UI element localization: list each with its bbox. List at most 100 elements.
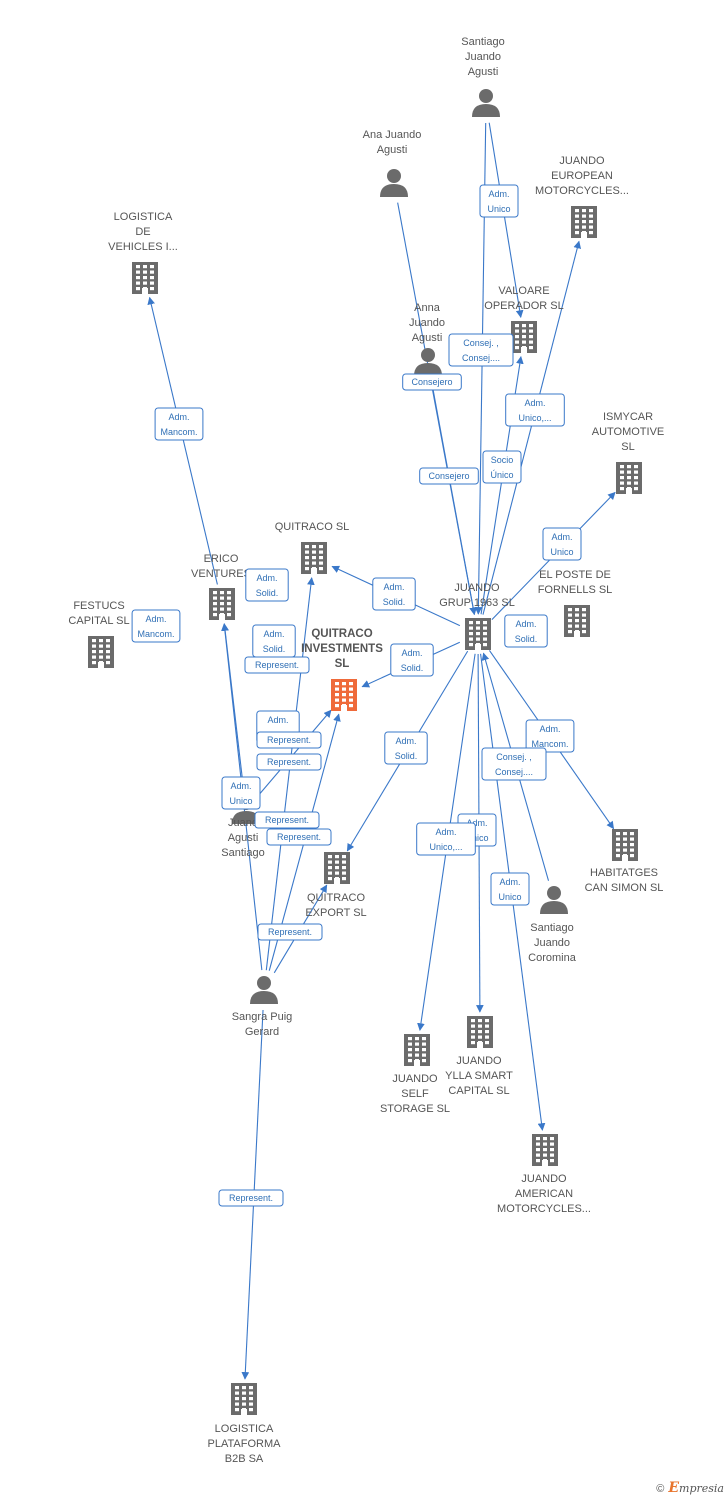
edge-label-line: Unico bbox=[487, 204, 510, 214]
edge-label-l18[interactable]: Represent. bbox=[256, 753, 322, 771]
edge-label-box bbox=[256, 731, 322, 749]
edge-label-l22[interactable]: Adm.Unico bbox=[221, 776, 261, 810]
edge-label-l6[interactable]: Consejero bbox=[419, 467, 479, 485]
building-icon bbox=[301, 542, 327, 574]
edge-label-line: Unico,... bbox=[429, 842, 462, 852]
edge-label-l14[interactable]: Adm.Solid. bbox=[252, 624, 296, 658]
building-icon bbox=[231, 1383, 257, 1415]
node-label-line: Juand bbox=[228, 817, 258, 829]
node-habitatges[interactable]: HABITATGES CAN SIMON SL bbox=[585, 829, 664, 894]
empresia-logo-initial: E bbox=[668, 1480, 680, 1496]
person-icon bbox=[472, 89, 500, 117]
edge-label-box bbox=[257, 923, 323, 941]
edge-label-box bbox=[244, 656, 310, 674]
edge-label-text: Consejero bbox=[411, 377, 452, 387]
edge-label-l15[interactable]: Represent. bbox=[244, 656, 310, 674]
node-label-line: QUITRACO bbox=[307, 892, 366, 904]
edge-label-text: Represent. bbox=[267, 735, 311, 745]
edge-juand_agusti_santiago-to-quitraco_investments bbox=[258, 709, 332, 796]
node-label-line: B2B SA bbox=[225, 1453, 264, 1465]
edge-label-line: Consej. , bbox=[463, 338, 499, 348]
edge-label-box bbox=[154, 407, 204, 441]
edge-label-l2[interactable]: Consej. ,Consej.... bbox=[448, 333, 514, 367]
node-label-line: CAN SIMON SL bbox=[585, 882, 664, 894]
edge-label-box bbox=[131, 609, 181, 643]
node-label-line: STORAGE SL bbox=[380, 1103, 450, 1115]
node-label-line: VEHICLES I... bbox=[108, 241, 178, 253]
edge-label-box bbox=[525, 719, 575, 753]
node-label-line: AMERICAN bbox=[515, 1188, 573, 1200]
edge-label-box bbox=[372, 577, 416, 611]
edge-label-line: Solid. bbox=[383, 597, 406, 607]
edge-label-l23[interactable]: Represent. bbox=[254, 811, 320, 829]
edge-label-box bbox=[479, 184, 519, 218]
node-label-line: HABITATGES bbox=[590, 867, 658, 879]
edge-label-l21[interactable]: Adm.Solid. bbox=[384, 731, 428, 765]
edge-label-l28[interactable]: Represent. bbox=[266, 828, 332, 846]
edge-juando_grup-to-juando_european bbox=[482, 240, 582, 615]
edge-label-l27[interactable]: Adm.Unico bbox=[490, 872, 530, 906]
edge-label-box bbox=[384, 731, 428, 765]
edge-label-l9[interactable]: Adm.Solid. bbox=[245, 568, 289, 602]
edge-label-line: Socio bbox=[491, 455, 514, 465]
edge-label-l11[interactable]: Adm.Solid. bbox=[504, 614, 548, 648]
edge-label-l19[interactable]: Adm.Mancom. bbox=[525, 719, 575, 753]
edge-label-l26[interactable]: Adm.Unico,... bbox=[416, 822, 476, 856]
node-label-line: SELF bbox=[401, 1088, 429, 1100]
edge-label-box bbox=[254, 811, 320, 829]
edge-label-line: Consej.... bbox=[495, 767, 533, 777]
edge-label-line: Adm. bbox=[168, 412, 189, 422]
building-icon bbox=[209, 588, 235, 620]
edge-label-l1[interactable]: Adm.Unico bbox=[479, 184, 519, 218]
edge-label-l12[interactable]: Adm.Mancom. bbox=[131, 609, 181, 643]
building-icon bbox=[616, 462, 642, 494]
edge-label-box bbox=[218, 1189, 284, 1207]
node-label-line: Juando bbox=[534, 937, 570, 949]
edge-label-text: Consej. ,Consej.... bbox=[495, 752, 533, 777]
edge-label-l13[interactable]: Adm.Solid. bbox=[390, 643, 434, 677]
copyright-icon: © bbox=[656, 1483, 665, 1495]
empresia-credit[interactable]: ©Empresia bbox=[656, 1480, 724, 1496]
edge-label-line: Represent. bbox=[268, 927, 312, 937]
edge-label-box bbox=[482, 450, 522, 484]
edge-label-l24[interactable]: Represent. bbox=[218, 1189, 284, 1207]
edge-label-l10[interactable]: Adm.Solid. bbox=[372, 577, 416, 611]
edge-label-l4[interactable]: Adm.Unico,... bbox=[505, 393, 565, 427]
building-icon bbox=[467, 1016, 493, 1048]
edge-label-l17[interactable]: Represent. bbox=[256, 731, 322, 749]
edge-label-l7[interactable]: Adm.Unico bbox=[542, 527, 582, 561]
node-quitraco_sl[interactable]: QUITRACO SL bbox=[275, 521, 350, 574]
edge-label-l29[interactable]: Represent. bbox=[257, 923, 323, 941]
edge-label-l8[interactable]: Adm.Mancom. bbox=[154, 407, 204, 441]
edge-label-text: Represent. bbox=[267, 757, 311, 767]
edge-label-l20[interactable]: Consej. ,Consej.... bbox=[481, 747, 547, 781]
edge-label-l3[interactable]: Consejero bbox=[402, 373, 462, 391]
edge-label-box bbox=[221, 776, 261, 810]
edge-label-line: Mancom. bbox=[531, 739, 568, 749]
edge-label-line: Adm. bbox=[263, 629, 284, 639]
